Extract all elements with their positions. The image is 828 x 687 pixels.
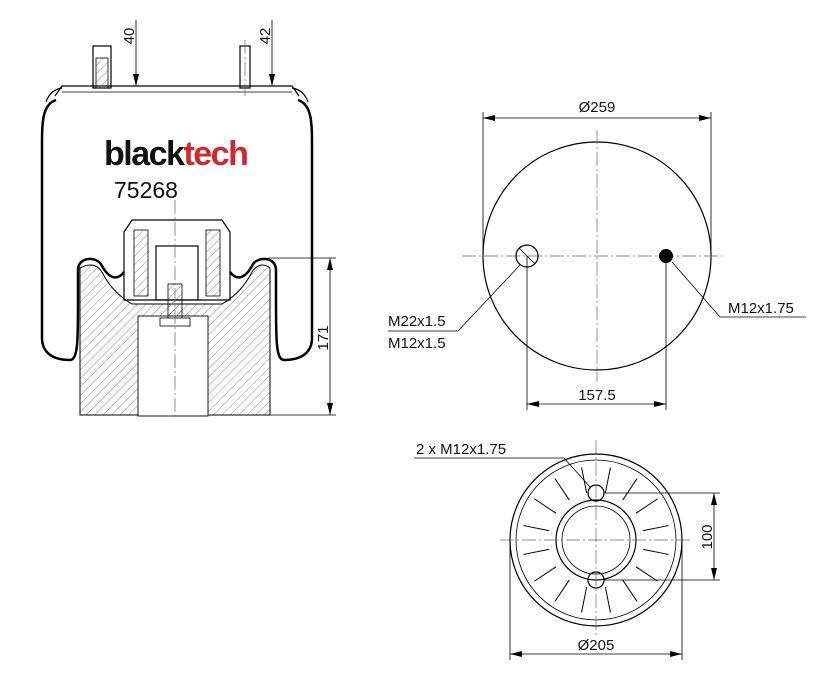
piston-bore bbox=[137, 315, 209, 417]
base-rib bbox=[622, 579, 638, 602]
thread-mounting-stud: M12x1.75 bbox=[728, 300, 794, 317]
dim-outer-diameter: Ø259 bbox=[579, 99, 616, 116]
base-rib bbox=[554, 579, 570, 602]
bottom-base-view: 2 x M12x1.75 100 Ø205 bbox=[414, 440, 720, 660]
base-rib bbox=[642, 525, 669, 532]
base-rib bbox=[622, 478, 638, 501]
base-rib bbox=[604, 586, 611, 613]
base-rib bbox=[642, 548, 669, 555]
piston-insert bbox=[123, 219, 231, 301]
bellow-left-wall bbox=[40, 98, 71, 362]
base-rib bbox=[635, 498, 658, 514]
top-plate bbox=[54, 85, 300, 97]
base-rib bbox=[523, 525, 550, 532]
brand-logo: blacktech bbox=[104, 135, 247, 173]
side-section-view: 40 42 171 blacktech 75268 bbox=[40, 20, 336, 420]
base-rib bbox=[604, 467, 611, 494]
thread-air-fitting: M22x1.5 bbox=[388, 313, 446, 330]
base-ribs bbox=[523, 467, 669, 613]
base-rib bbox=[534, 566, 557, 582]
base-rib bbox=[554, 478, 570, 501]
dim-bottom-spacing: 100 bbox=[699, 524, 716, 549]
base-rib bbox=[581, 586, 588, 613]
thread-base-holes: 2 x M12x1.75 bbox=[416, 441, 506, 458]
thread-air-fitting-alt: M12x1.5 bbox=[388, 335, 446, 352]
top-plan-view: Ø259 157.5 M22x1.5 M12x1.5 M12x1.75 bbox=[388, 99, 806, 410]
bellow-right-wall bbox=[283, 98, 314, 362]
dim-top-right: 42 bbox=[257, 28, 274, 45]
dim-top-left: 40 bbox=[121, 28, 138, 45]
dim-base-diameter: Ø205 bbox=[578, 637, 615, 654]
base-rib bbox=[534, 498, 557, 514]
dim-height: 171 bbox=[315, 325, 332, 350]
part-number: 75268 bbox=[114, 177, 178, 203]
base-rib bbox=[635, 566, 658, 582]
base-rib bbox=[523, 548, 550, 555]
dim-hole-spacing: 157.5 bbox=[578, 387, 616, 404]
